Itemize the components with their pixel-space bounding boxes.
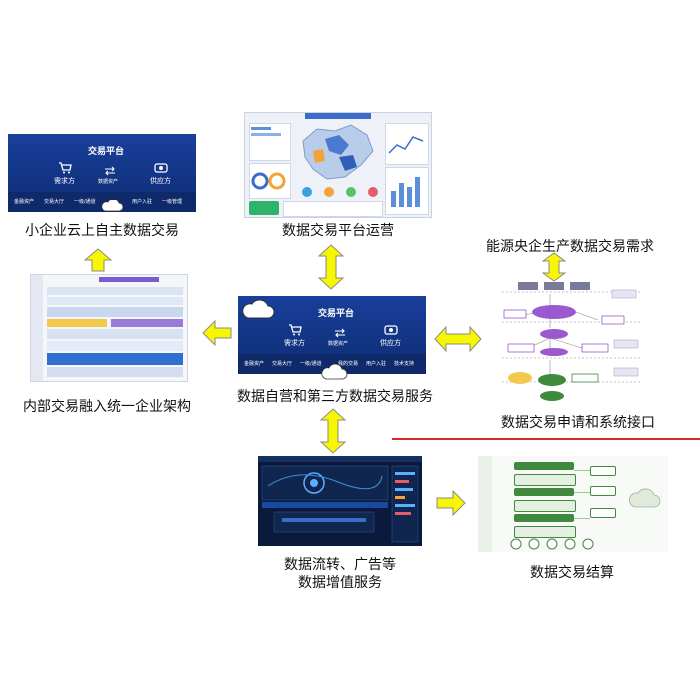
small-biz-platform-screenshot: 交易平台 需求方 数据资产 供应方 金融资产 交易大厅 一级/通道 用户入驻 一… — [8, 134, 196, 212]
menu-item[interactable]: 一级/通道 — [74, 199, 96, 205]
menu-item[interactable]: 用户入驻 — [132, 199, 153, 205]
menu-item[interactable]: 一级管理 — [162, 199, 183, 205]
menu-item[interactable]: 金融资产 — [14, 199, 35, 205]
menu-item[interactable]: 金融资产 — [244, 361, 265, 367]
caption-energy-demand: 能源央企生产数据交易需求 — [486, 239, 654, 255]
caption-value-added-2: 数据增值服务 — [298, 575, 382, 591]
menu-item[interactable]: 交易大厅 — [44, 199, 65, 205]
caption-internal: 内部交易融入统一企业架构 — [23, 399, 191, 415]
menu-item[interactable]: 交易大厅 — [272, 361, 293, 367]
caption-apply-interface: 数据交易申请和系统接口 — [501, 415, 655, 431]
platform-title: 交易平台 — [318, 309, 355, 319]
cloud-icon — [628, 488, 661, 508]
settlement-flow-diagram — [478, 456, 668, 552]
caption-small-biz: 小企业云上自主数据交易 — [25, 223, 179, 239]
supplier-label: 供应方 — [380, 339, 401, 347]
data-asset-label: 数据资产 — [98, 179, 119, 185]
map-graphic — [302, 124, 374, 180]
arrow-vertical-double — [542, 252, 566, 282]
enterprise-architecture-diagram — [30, 274, 188, 382]
menu-item[interactable]: 技术支持 — [394, 361, 415, 367]
red-divider-line — [392, 438, 700, 440]
arrow-vertical-double — [320, 408, 346, 454]
buyer-label: 需求方 — [284, 339, 305, 347]
exchange-icon — [105, 166, 115, 176]
caption-value-added-1: 数据流转、广告等 — [284, 557, 396, 573]
arrow-horizontal-double — [434, 326, 482, 352]
caption-self-operated: 数据自营和第三方数据交易服务 — [237, 389, 433, 405]
caption-settlement: 数据交易结算 — [530, 565, 614, 581]
menu-item[interactable]: 我的交易 — [338, 361, 359, 367]
cloud-icon — [101, 200, 124, 212]
supplier-icon — [154, 163, 168, 173]
menu-item[interactable]: 一级/通道 — [300, 361, 322, 367]
arrow-right — [436, 490, 466, 516]
supplier-icon — [384, 325, 398, 335]
platform-title: 交易平台 — [88, 147, 125, 157]
cart-icon — [289, 324, 302, 336]
arrow-vertical-double — [318, 244, 344, 290]
buyer-label: 需求方 — [54, 177, 75, 185]
cart-icon — [59, 162, 72, 174]
arrow-left — [202, 320, 232, 346]
supplier-label: 供应方 — [150, 177, 171, 185]
platform-ops-dashboard — [244, 112, 432, 218]
arrow-up — [84, 248, 112, 272]
caption-platform-ops: 数据交易平台运营 — [282, 223, 394, 239]
data-asset-label: 数据资产 — [328, 341, 349, 347]
menu-strip: 金融资产 交易大厅 一级/通道 用户入驻 一级管理 — [8, 192, 196, 212]
application-flow-chart — [498, 280, 644, 404]
cloud-icon — [242, 299, 275, 319]
menu-item[interactable]: 用户入驻 — [366, 361, 387, 367]
exchange-icon — [335, 328, 345, 338]
data-flow-dashboard — [258, 456, 422, 546]
cloud-icon — [321, 364, 348, 380]
menu-strip: 金融资产 交易大厅 一级/通道 我的交易 用户入驻 技术支持 — [238, 354, 426, 374]
